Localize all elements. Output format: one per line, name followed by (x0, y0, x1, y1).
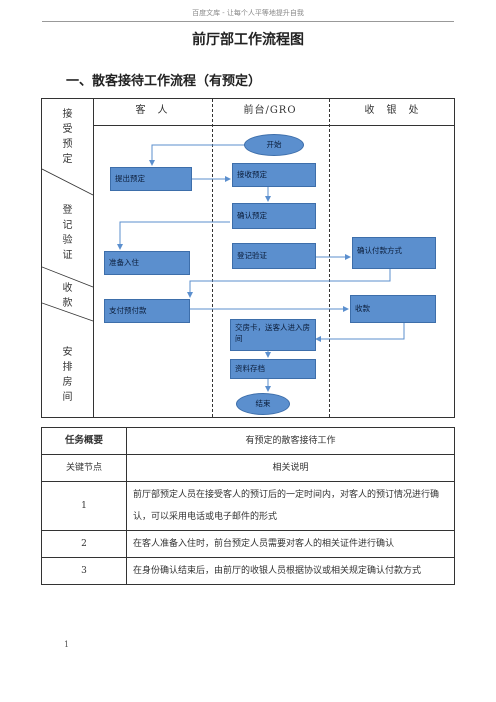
phase-column: 接受预定 登记验证 收款 安排房间 (42, 99, 94, 417)
node-receive-reservation: 接收预定 (232, 163, 316, 187)
page-title: 前厅部工作流程图 (192, 32, 304, 48)
node-submit-reservation: 提出预定 (110, 167, 192, 191)
arrow-payment-method-to-prepay (187, 269, 391, 298)
column-header-guest: 客 人 (135, 105, 169, 116)
phase-divider-3 (42, 302, 94, 322)
page-header-watermark: 百度文库 - 让每个人平等地提升自我 (192, 9, 304, 17)
table-row: 2 在客人准备入住时，前台预定人员需要对客人的相关证件进行确认 (41, 530, 455, 558)
row-number: 2 (41, 530, 127, 558)
column-header-cashier: 收 银 处 (364, 105, 420, 116)
flow-arrows (117, 144, 405, 392)
node-prepare-checkin: 准备入住 (104, 251, 190, 275)
table-header-row: 任务概要 有预定的散客接待工作 (41, 427, 455, 455)
arrow-start-to-submit (149, 144, 250, 166)
node-prepayment: 支付预付款 (104, 299, 190, 323)
task-summary-value: 有预定的散客接待工作 (126, 427, 455, 455)
phase-room-label: 安排房间 (62, 347, 73, 403)
phase-divider-1 (42, 168, 94, 196)
table-subheader-row: 关键节点 相关说明 (41, 454, 455, 482)
phase-registration: 登记验证 (42, 203, 93, 263)
node-end: 结束 (236, 393, 290, 415)
row-description: 在身份确认结束后，由前厅的收银人员根据协议或相关规定确认付款方式 (126, 557, 455, 585)
table-row: 1 前厅部预定人员在接受客人的预订后的一定时间内，对客人的预订情况进行确认，可以… (41, 481, 455, 531)
phase-reservation-label: 接受预定 (62, 109, 73, 165)
phase-dividers (42, 168, 94, 322)
node-archive: 资料存档 (230, 359, 316, 379)
node-collect-payment: 收款 (350, 295, 436, 323)
phase-registration-label: 登记验证 (62, 205, 73, 261)
row-description: 在客人准备入住时，前台预定人员需要对客人的相关证件进行确认 (126, 530, 455, 558)
key-node-table: 任务概要 有预定的散客接待工作 关键节点 相关说明 1 前厅部预定人员在接受客人… (41, 427, 455, 585)
flowchart: 接受预定 登记验证 收款 安排房间 客 人 前台/GRO 收 银 处 (41, 98, 455, 418)
phase-payment-label: 收款 (62, 283, 73, 309)
row-description: 前厅部预定人员在接受客人的预订后的一定时间内，对客人的预订情况进行确认，可以采用… (126, 481, 455, 531)
node-start: 开始 (244, 134, 304, 156)
lane-divider-1 (212, 99, 213, 417)
lane-divider-2 (329, 99, 330, 417)
column-header-frontdesk: 前台/GRO (243, 105, 297, 116)
phase-payment: 收款 (42, 281, 93, 311)
phase-divider-2 (42, 266, 94, 288)
column-header-divider (93, 125, 455, 126)
node-confirm-reservation: 确认预定 (232, 203, 316, 229)
table-row: 3 在身份确认结束后，由前厅的收银人员根据协议或相关规定确认付款方式 (41, 557, 455, 585)
row-number: 3 (41, 557, 127, 585)
row-number: 1 (41, 481, 127, 531)
header-divider (42, 21, 454, 22)
node-confirm-payment-method: 确认付款方式 (352, 237, 436, 269)
section-title: 一、散客接待工作流程（有预定） (66, 74, 262, 89)
key-node-label: 关键节点 (41, 454, 127, 482)
arrow-collect-to-hand-key (315, 321, 405, 342)
task-summary-label: 任务概要 (41, 427, 127, 455)
page-number: 1 (64, 640, 70, 649)
description-label: 相关说明 (126, 454, 455, 482)
arrow-confirm-to-prepare (117, 221, 230, 250)
node-hand-key: 交房卡，送客人进入房间 (230, 319, 316, 351)
node-registration: 登记验证 (232, 243, 316, 269)
phase-reservation: 接受预定 (42, 107, 93, 167)
phase-room: 安排房间 (42, 345, 93, 405)
